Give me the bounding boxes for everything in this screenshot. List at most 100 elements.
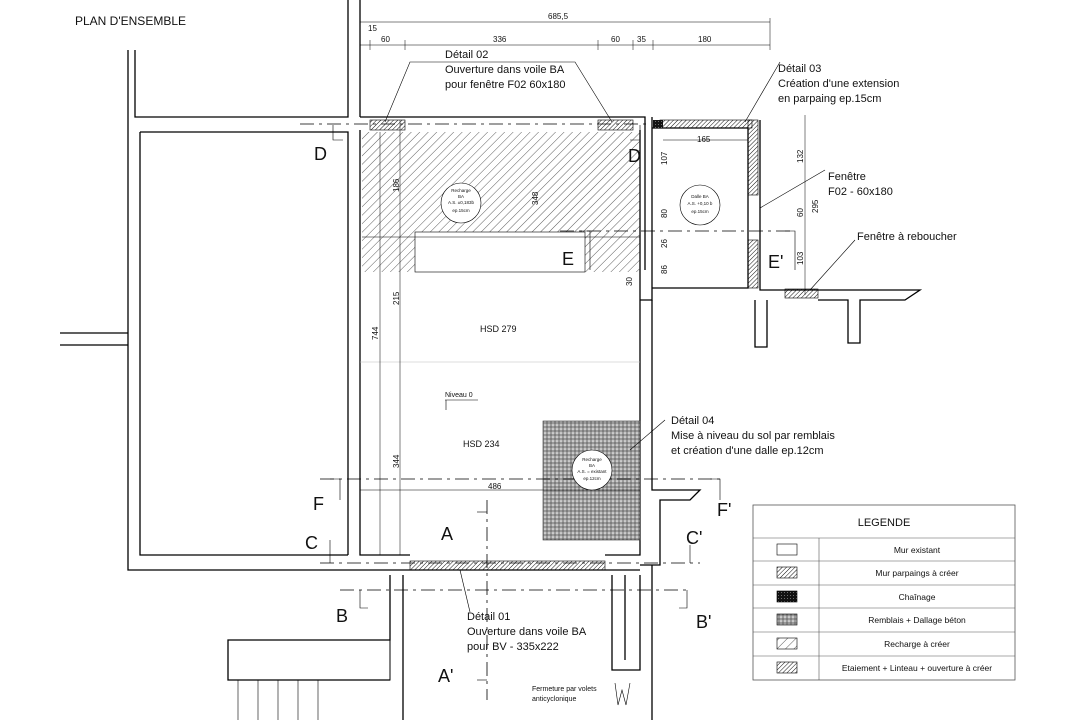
legend-swatch-chainage [776,590,798,603]
shutter-note: Fermeture par volets anticyclonique [532,686,597,703]
svg-text:Dalle BA: Dalle BA [691,194,709,199]
leader-lines [384,61,856,613]
svg-text:BA: BA [458,194,464,199]
svg-text:Détail 04: Détail 04 [671,415,714,427]
svg-text:Fenêtre: Fenêtre [828,171,866,183]
stair-lines [237,680,319,720]
section-label-d: D [314,144,327,164]
svg-text:Ouverture dans voile BA: Ouverture dans voile BA [467,626,587,638]
section-lines [300,123,790,700]
dim-26: 26 [660,239,669,248]
detail-02: Détail 02 Ouverture dans voile BA pour f… [445,49,565,91]
window-close-note: Fenêtre à reboucher [857,231,957,243]
legend-item-recharge: Recharge à créer [884,639,950,649]
detail-03: Détail 03 Création d'une extension en pa… [778,63,899,105]
section-label-e: E [562,249,574,269]
dim-744: 744 [371,326,380,340]
window-note: Fenêtre F02 - 60x180 [828,171,893,198]
terrace-block [227,639,391,681]
dim-80: 80 [660,209,669,218]
svg-text:F02 - 60x180: F02 - 60x180 [828,186,893,198]
section-label-a-prime: A' [438,666,453,686]
section-label-f: F [313,494,324,514]
section-label-a: A [441,524,453,544]
dim-344: 344 [392,454,401,468]
section-label-e-prime: E' [768,252,783,272]
legend-item-chainage: Chaînage [899,592,936,602]
vertical-dimension-text: 107 80 26 86 132 60 295 103 186 348 30 2… [371,149,820,468]
legend-item-lintel: Etaiement + Linteau + ouverture à créer [842,663,992,673]
dim-107: 107 [660,151,669,165]
svg-text:anticyclonique: anticyclonique [532,696,576,703]
svg-text:Détail 01: Détail 01 [467,611,510,623]
dimension-text: 685,5 15 60 336 60 35 180 165 486 [368,12,712,491]
room-labels: HSD 279 HSD 234 Niveau 0 [445,324,517,449]
svg-text:Fermeture par volets: Fermeture par volets [532,686,597,693]
detail-01: Détail 01 Ouverture dans voile BA pour B… [467,611,587,653]
svg-text:ep.15cm: ep.15cm [691,209,709,214]
dim-15: 15 [368,24,377,33]
dim-132: 132 [796,149,805,163]
dim-total: 685,5 [548,12,569,21]
legend-item-existing-wall: Mur existant [894,545,941,555]
callout-dalle: Dalle BA A.S. +0,10 b ep.15cm [679,184,721,226]
legend-swatch-block-wall [776,566,798,579]
dim-186: 186 [392,178,401,192]
shutter-symbol [614,682,631,706]
dim-86: 86 [660,265,669,274]
legend: LEGENDE Mur existant Mur parpaings à cré… [752,504,1016,681]
dim-336: 336 [493,35,507,44]
svg-text:Création d'une extension: Création d'une extension [778,78,899,90]
dim-60-c: 60 [796,208,805,217]
svg-text:Ouverture dans voile BA: Ouverture dans voile BA [445,64,565,76]
legend-item-block-wall: Mur parpaings à créer [875,568,958,578]
svg-text:BA: BA [589,463,595,468]
section-markers [329,125,796,681]
svg-text:ep.12cm: ep.12cm [583,476,601,481]
dim-103: 103 [796,251,805,265]
dim-60-a: 60 [381,35,390,44]
svg-text:Mise à niveau du sol par rembl: Mise à niveau du sol par remblais [671,430,835,442]
svg-text:Recharge: Recharge [451,188,471,193]
section-label-b: B [336,606,348,626]
dim-60-b: 60 [611,35,620,44]
dim-486: 486 [488,482,502,491]
svg-text:ep.15cm: ep.15cm [452,208,470,213]
section-label-b-prime: B' [696,612,711,632]
recharge-notch [414,231,586,273]
legend-swatch-recharge [776,637,798,650]
svg-text:Détail 03: Détail 03 [778,63,821,75]
legend-item-remblais: Remblais + Dallage béton [868,615,966,625]
dim-348: 348 [531,191,540,205]
detail-04: Détail 04 Mise à niveau du sol par rembl… [671,415,835,457]
level-label: Niveau 0 [445,392,473,399]
svg-text:A.S. ±0,183b: A.S. ±0,183b [448,200,474,205]
section-labels: D D E E' F F' C C' A A' B B' [305,144,783,686]
svg-text:Recharge: Recharge [582,457,602,462]
section-label-d-prime: D [628,146,641,166]
section-label-c: C [305,533,318,553]
svg-text:pour BV - 335x222: pour BV - 335x222 [467,641,559,653]
plan-title: PLAN D'ENSEMBLE [75,14,186,28]
svg-text:et création d'une dalle ep.12c: et création d'une dalle ep.12cm [671,445,824,457]
section-label-c-prime: C' [686,528,702,548]
dim-165: 165 [697,135,711,144]
dim-30: 30 [625,277,634,286]
svg-text:A.S. +0,10 b: A.S. +0,10 b [688,201,713,206]
new-openings [369,119,819,571]
svg-text:pour fenêtre F02 60x180: pour fenêtre F02 60x180 [445,79,565,91]
chainage-block [653,120,663,128]
room-label-hsd234: HSD 234 [463,439,500,449]
dim-180: 180 [698,35,712,44]
legend-swatch-lintel [776,661,798,674]
callout-recharge-bottom: Recharge BA A.S. = existant ep.12cm [571,449,613,491]
dim-215: 215 [392,291,401,305]
dim-295: 295 [811,199,820,213]
callout-recharge-top: Recharge BA A.S. ±0,183b ep.15cm [440,182,482,224]
room-label-hsd279: HSD 279 [480,324,517,334]
svg-text:en parpaing ep.15cm: en parpaing ep.15cm [778,93,881,105]
svg-text:Détail 02: Détail 02 [445,49,488,61]
legend-swatch-existing-wall [776,543,798,556]
svg-text:A.S. = existant: A.S. = existant [577,469,607,474]
